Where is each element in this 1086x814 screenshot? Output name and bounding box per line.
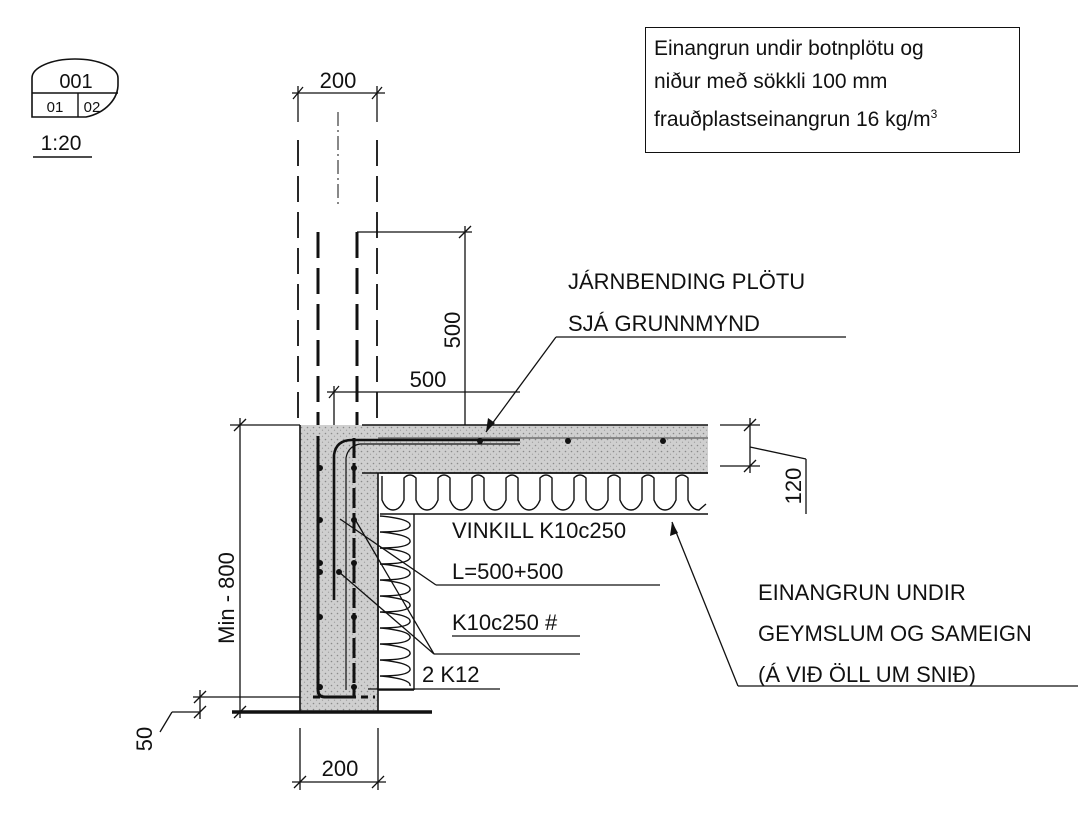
insulation-label-2: GEYMSLUM OG SAMEIGN (758, 621, 1032, 646)
detail-sheet-left: 01 (47, 99, 64, 116)
dim-wall-bottom-width (292, 728, 386, 790)
dim-below-footing (159, 690, 300, 733)
note-line-3: frauðplastseinangrun 16 kg/m3 (654, 98, 1011, 136)
dim-wall-top-width-label: 200 (320, 68, 357, 93)
wall-mesh-label: K10c250 # (452, 610, 558, 635)
note-line-3-text: frauðplastseinangrun 16 kg/m (654, 108, 931, 131)
dim-bar-leg-horizontal (327, 385, 520, 425)
corner-bar-label-2: L=500+500 (452, 559, 563, 584)
dim-slab-thickness-label: 120 (781, 468, 806, 505)
detail-number: 001 (59, 71, 92, 93)
dim-bar-leg-vertical-label: 500 (440, 312, 465, 349)
leader-arrow-slab (486, 418, 495, 432)
floor-slab (362, 425, 708, 473)
insulation-label-3: (Á VIÐ ÖLL UM SNIÐ) (758, 662, 976, 687)
insulation-label-1: EINANGRUN UNDIR (758, 580, 966, 605)
dim-bar-leg-horizontal-label: 500 (410, 367, 447, 392)
detail-tag: 001 01 02 1:20 (31, 58, 119, 158)
note-line-1: Einangrun undir botnplötu og (654, 37, 924, 60)
leader-arrow-insulation (670, 522, 678, 536)
corner-bar-label-1: VINKILL K10c250 (452, 518, 626, 543)
dim-slab-thickness (720, 418, 807, 514)
detail-sheet-right: 02 (84, 99, 101, 116)
dim-wall-top-width (292, 86, 385, 122)
dim-foundation-depth (230, 418, 300, 719)
note-line-2: niður með sökkli 100 mm (654, 70, 888, 93)
rebar-dots (317, 438, 666, 690)
bottom-bars-label: 2 K12 (422, 662, 480, 687)
detail-scale: 1:20 (41, 132, 82, 155)
wall-insulation (377, 514, 415, 691)
slab-reinforcement-label-1: JÁRNBENDING PLÖTU (568, 269, 805, 294)
slab-reinforcement-label-2: SJÁ GRUNNMYND (568, 311, 760, 336)
dim-below-footing-label: 50 (132, 727, 157, 751)
dim-foundation-depth-label: Min - 800 (214, 552, 239, 644)
leader-lines (338, 336, 1078, 690)
insulation-note-box: Einangrun undir botnplötu og niður með s… (645, 27, 1020, 153)
note-superscript: 3 (930, 107, 938, 121)
wall-cap (318, 425, 362, 437)
reinforcement (313, 436, 520, 699)
slab-insulation (380, 472, 708, 515)
wall-above-dashed (297, 140, 378, 425)
dim-wall-bottom-width-label: 200 (322, 756, 359, 781)
